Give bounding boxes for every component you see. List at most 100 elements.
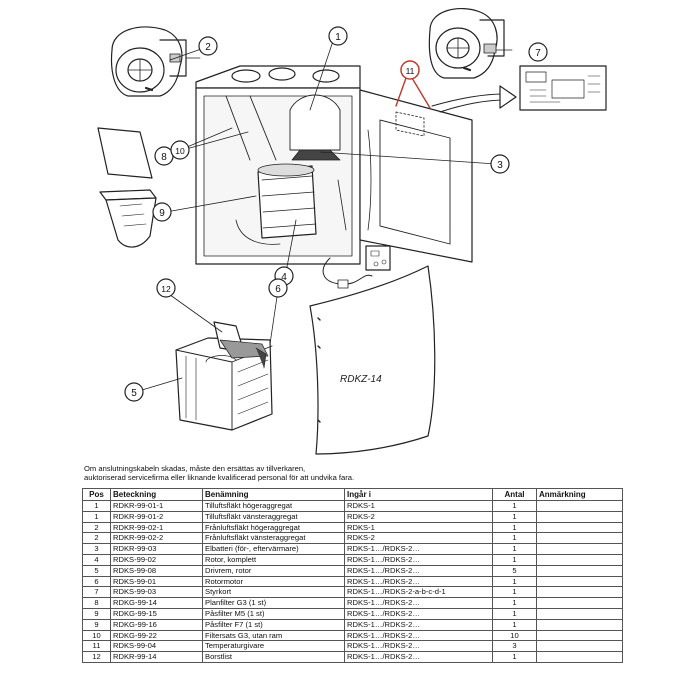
cell-benamning: Rotor, komplett [202, 553, 345, 566]
cell-anmarkning [536, 607, 623, 620]
cell-anmarkning [536, 586, 623, 599]
cell-beteckning: RDKG-99-14 [110, 597, 203, 609]
cell-beteckning: RDKS-99-02 [110, 553, 203, 566]
cell-benamning: Frånluftsfläkt högeraggregat [202, 521, 345, 534]
cell-ingar-i: RDKS-1…/RDKS-2… [344, 651, 493, 663]
cell-ingar-i: RDKS-2 [344, 510, 493, 523]
fan-right-drawing [428, 8, 513, 79]
header-antal: Antal [492, 488, 537, 501]
cell-ingar-i: RDKS-1…/RDKS-2… [344, 543, 493, 555]
cell-benamning: Påsfilter M5 (1 st) [202, 607, 345, 620]
callout-5: 5 [124, 382, 144, 402]
callout-3: 3 [490, 154, 510, 174]
cell-anmarkning [536, 575, 623, 588]
cell-antal: 1 [492, 618, 537, 631]
callout-2-label: 2 [205, 42, 211, 53]
callout-8: 8 [154, 146, 174, 166]
rotor-module-drawing [175, 321, 273, 431]
cell-ingar-i: RDKS-1…/RDKS-2… [344, 640, 493, 653]
cell-antal: 1 [492, 543, 537, 555]
cell-antal: 1 [492, 607, 537, 620]
cell-beteckning: RDKG-99-22 [110, 629, 203, 642]
remote-control-drawing [322, 245, 391, 289]
cell-pos: 5 [82, 564, 111, 577]
cell-beteckning: RDKS-99-04 [110, 640, 203, 653]
header-ingar-i: Ingår i [344, 488, 493, 501]
door-drawing [359, 89, 473, 263]
cell-anmarkning [536, 543, 623, 555]
callout-5-label: 5 [131, 388, 137, 399]
cell-antal: 1 [492, 586, 537, 599]
cell-anmarkning [536, 510, 623, 523]
cell-pos: 6 [82, 575, 111, 588]
callout-10-label: 10 [175, 146, 185, 156]
cell-benamning: Planfilter G3 (1 st) [202, 597, 345, 609]
cell-anmarkning [536, 651, 623, 663]
cell-pos: 9 [82, 618, 111, 631]
cell-ingar-i: RDKS-1…/RDKS-2… [344, 564, 493, 577]
cabinet-drawing [195, 65, 361, 265]
cell-ingar-i: RDKS-1…/RDKS-2… [344, 553, 493, 566]
safety-note: Om anslutningskabeln skadas, måste den e… [84, 464, 604, 483]
cell-anmarkning [536, 553, 623, 566]
cell-antal: 1 [492, 553, 537, 566]
cell-benamning: Borstlist [202, 651, 345, 663]
cell-benamning: Drivrem, rotor [202, 564, 345, 577]
cell-ingar-i: RDKS-1…/RDKS-2… [344, 597, 493, 609]
callout-7: 7 [528, 42, 548, 62]
cell-beteckning: RDKS-99-01 [110, 575, 203, 588]
parts-table-header: Pos Beteckning Benämning Ingår i Antal A… [82, 488, 623, 501]
cell-antal: 1 [492, 500, 537, 512]
callout-9: 9 [152, 202, 172, 222]
cell-ingar-i: RDKS-2 [344, 532, 493, 545]
cell-anmarkning [536, 564, 623, 577]
cover-label: RDKZ-14 [340, 374, 382, 385]
cell-pos: 7 [82, 586, 111, 599]
exploded-view-diagram: RDKZ-14 1 2 3 4 5 6 7 8 9 10 11 12 [97, 8, 607, 455]
callout-12-label: 12 [161, 284, 171, 294]
cell-anmarkning [536, 521, 623, 534]
cell-benamning: Tilluftsfläkt högeraggregat [202, 500, 345, 512]
callout-11: 11 [395, 60, 431, 109]
cell-benamning: Rotormotor [202, 575, 345, 588]
cell-benamning: Frånluftsfläkt vänsteraggregat [202, 532, 345, 545]
cell-beteckning: RDKR-99-03 [110, 543, 203, 555]
safety-note-line-2: auktoriserad servicefirma eller liknande… [84, 473, 355, 483]
cell-antal: 5 [492, 564, 537, 577]
cell-beteckning: RDKR-99-14 [110, 651, 203, 663]
cell-pos: 9 [82, 607, 111, 620]
cell-antal: 10 [492, 629, 537, 642]
cell-ingar-i: RDKS-1…/RDKS-2… [344, 607, 493, 620]
cell-anmarkning [536, 618, 623, 631]
cell-beteckning: RDKR-99-02-2 [110, 532, 203, 545]
cell-benamning: Filtersats G3, utan ram [202, 629, 345, 642]
cell-pos: 12 [82, 651, 111, 663]
cell-benamning: Påsfilter F7 (1 st) [202, 618, 345, 631]
cell-beteckning: RDKR-99-01-2 [110, 510, 203, 523]
cell-beteckning: RDKG-99-16 [110, 618, 203, 631]
cell-ingar-i: RDKS-1…/RDKS-2… [344, 575, 493, 588]
cell-anmarkning [536, 629, 623, 642]
cell-benamning: Temperaturgivare [202, 640, 345, 653]
callout-6: 6 [268, 278, 288, 298]
cell-ingar-i: RDKS-1…/RDKS-2-a-b-c-d-1 [344, 586, 493, 599]
cell-pos: 11 [82, 640, 111, 653]
cell-pos: 3 [82, 543, 111, 555]
header-anmarkning: Anmärkning [536, 488, 623, 501]
cell-antal: 1 [492, 510, 537, 523]
header-beteckning: Beteckning [110, 488, 203, 501]
safety-note-line-1: Om anslutningskabeln skadas, måste den e… [84, 464, 306, 473]
